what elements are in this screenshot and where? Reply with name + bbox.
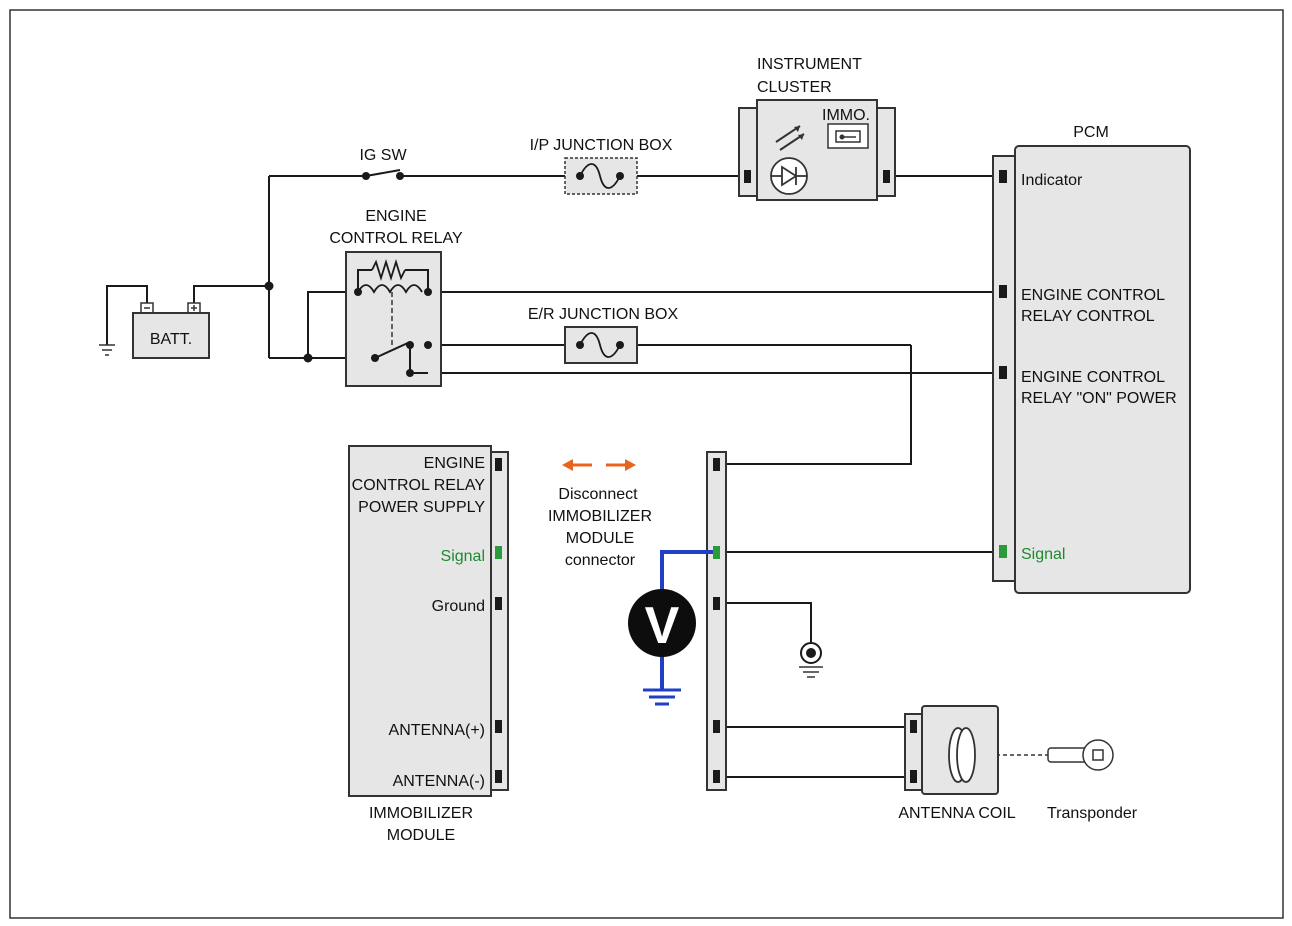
immo-pin-signal: Signal <box>441 548 485 565</box>
wiring <box>106 169 1048 778</box>
led-icon <box>770 157 808 195</box>
transponder-label: Transponder <box>1047 805 1138 822</box>
pcm-pin-indicator: Indicator <box>1021 172 1083 189</box>
immo-signal-pin <box>495 546 502 559</box>
immobilizer-module: ENGINE CONTROL RELAY POWER SUPPLY Signal… <box>348 445 509 844</box>
pcm-pin-ecr-control-1: ENGINE CONTROL <box>1021 287 1165 304</box>
disconnect-instruction: Disconnect IMMOBILIZER MODULE connector <box>548 486 652 569</box>
relay-label-1: ENGINE <box>365 208 426 225</box>
ig-sw-label: IG SW <box>359 147 407 164</box>
chassis-ground-icon <box>99 344 115 356</box>
voltmeter: V <box>628 550 713 706</box>
led-emission-icon <box>775 125 805 151</box>
voltmeter-icon <box>628 589 696 657</box>
pcm-signal-pin <box>999 545 1007 558</box>
ip-junction-box: I/P JUNCTION BOX <box>530 137 673 195</box>
transponder-key-icon <box>1047 739 1114 771</box>
instrument-cluster-label-1: INSTRUMENT <box>757 56 862 73</box>
pcm-label: PCM <box>1073 124 1109 141</box>
battery: BATT. <box>132 302 210 359</box>
immo-pin-antenna-minus: ANTENNA(-) <box>393 773 485 790</box>
ignition-switch: IG SW <box>359 147 407 180</box>
immo-pin-ground: Ground <box>432 598 485 615</box>
immo-pin-ecr-ps-1: ENGINE <box>424 455 485 472</box>
immo-pin-antenna-plus: ANTENNA(+) <box>389 722 485 739</box>
immo-module-label-1: IMMOBILIZER <box>369 805 473 822</box>
immo-label: IMMO. <box>822 107 870 124</box>
antenna-coil: ANTENNA COIL <box>898 705 1016 822</box>
battery-label: BATT. <box>150 331 192 348</box>
pcm: PCM Indicator ENGINE CONTROL RELAY CONTR… <box>992 124 1191 594</box>
harness-signal-pin <box>713 546 720 559</box>
er-junction-box-label: E/R JUNCTION BOX <box>528 306 679 323</box>
coil-icon <box>948 727 976 783</box>
instruction-line-4: connector <box>565 552 636 569</box>
immo-indicator-icon <box>827 123 869 149</box>
instruction-line-2: IMMOBILIZER <box>548 508 652 525</box>
pcm-pin-signal: Signal <box>1021 546 1065 563</box>
diagram-frame <box>9 9 1284 919</box>
pcm-pin-ecr-on-2: RELAY "ON" POWER <box>1021 390 1177 407</box>
relay-label-2: CONTROL RELAY <box>329 230 463 247</box>
antenna-coil-label: ANTENNA COIL <box>898 805 1015 822</box>
pcm-pin-ecr-on-1: ENGINE CONTROL <box>1021 369 1165 386</box>
er-junction-box: E/R JUNCTION BOX <box>528 306 679 364</box>
voltmeter-symbol: V <box>645 597 680 655</box>
body-ground-icon <box>799 642 823 678</box>
instrument-cluster-label-2: CLUSTER <box>757 79 832 96</box>
ip-junction-box-label: I/P JUNCTION BOX <box>530 137 673 154</box>
harness-connector <box>706 451 727 791</box>
disconnect-arrows-icon <box>562 459 636 471</box>
instruction-line-3: MODULE <box>566 530 634 547</box>
junction-dots <box>264 281 313 363</box>
immo-pin-ecr-ps-3: POWER SUPPLY <box>358 499 485 516</box>
engine-control-relay: ENGINE CONTROL RELAY <box>329 208 463 387</box>
instruction-line-1: Disconnect <box>558 486 638 503</box>
immo-pin-ecr-ps-2: CONTROL RELAY <box>352 477 486 494</box>
pcm-pin-ecr-control-2: RELAY CONTROL <box>1021 308 1155 325</box>
instrument-cluster: INSTRUMENT CLUSTER IMMO. <box>738 56 896 201</box>
immo-module-label-2: MODULE <box>387 827 455 844</box>
meter-ground-icon <box>643 688 681 706</box>
